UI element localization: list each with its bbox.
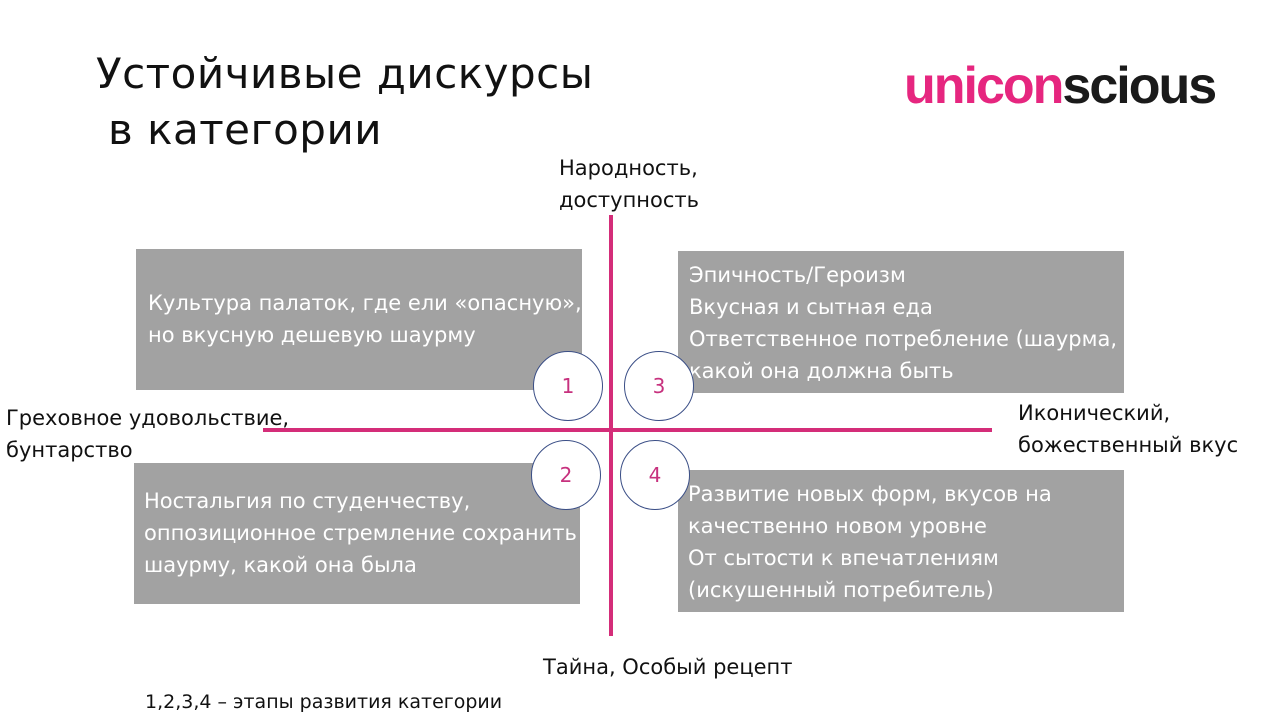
axis-label-bottom: Тайна, Особый рецепт [543, 655, 793, 679]
stage-3-circle: 3 [624, 351, 694, 421]
stage-3-number: 3 [652, 374, 666, 398]
quadrant-4-line: качественно новом уровне [688, 514, 987, 538]
axis-label-right-line-1: Иконический, [1018, 401, 1171, 425]
quadrant-1-line: но вкусную дешевую шаурму [148, 323, 476, 347]
axis-label-top: Народность, доступность [559, 152, 699, 216]
axis-label-right: Иконический, божественный вкус [1018, 397, 1238, 461]
quadrant-4-line: От сытости к впечатлениям [688, 546, 999, 570]
stage-2-number: 2 [559, 463, 573, 487]
stage-2-circle: 2 [531, 440, 601, 510]
quadrant-4-line: Развитие новых форм, вкусов на [688, 482, 1052, 506]
quadrant-3-line: Вкусная и сытная еда [689, 295, 933, 319]
logo-part-dark: scious [1062, 57, 1217, 115]
horizontal-axis-line [263, 428, 992, 432]
quadrant-3-line: Ответственное потребление (шаурма, [689, 327, 1118, 351]
quadrant-3-line: Эпичность/Героизм [689, 263, 906, 287]
stage-4-number: 4 [648, 463, 662, 487]
quadrant-2-box: Ностальгия по студенчеству, оппозиционно… [134, 463, 580, 604]
vertical-axis-line [609, 215, 613, 636]
quadrant-1-box: Культура палаток, где ели «опасную», но … [136, 249, 582, 390]
axis-label-left: Греховное удовольствие, бунтарство [6, 402, 289, 466]
slide-title: Устойчивые дискурсы в категории [96, 46, 593, 158]
quadrant-4-line: (искушенный потребитель) [688, 578, 994, 602]
quadrant-2-line: Ностальгия по студенчеству, [144, 489, 471, 513]
slide-title-line-2: в категории [108, 105, 383, 154]
axis-label-top-line-2: доступность [559, 188, 700, 212]
quadrant-1-line: Культура палаток, где ели «опасную», [148, 291, 582, 315]
logo-part-pink: unicon [904, 57, 1064, 115]
unconscious-logo: uniconscious [904, 54, 1217, 118]
stage-4-circle: 4 [620, 440, 690, 510]
quadrant-3-line: какой она должна быть [689, 359, 954, 383]
quadrant-4-box: Развитие новых форм, вкусов на качествен… [678, 470, 1124, 612]
stage-1-circle: 1 [533, 351, 603, 421]
slide-title-line-1: Устойчивые дискурсы [96, 49, 594, 98]
axis-label-left-line-2: бунтарство [6, 438, 133, 462]
stage-1-number: 1 [561, 374, 575, 398]
footnote: 1,2,3,4 – этапы развития категории [145, 691, 503, 713]
quadrant-2-line: оппозиционное стремление сохранить [144, 521, 577, 545]
axis-label-right-line-2: божественный вкус [1018, 433, 1239, 457]
axis-label-left-line-1: Греховное удовольствие, [6, 406, 290, 430]
quadrant-2-line: шаурму, какой она была [144, 553, 417, 577]
axis-label-top-line-1: Народность, [559, 156, 698, 180]
quadrant-3-box: Эпичность/Героизм Вкусная и сытная еда О… [678, 251, 1124, 393]
